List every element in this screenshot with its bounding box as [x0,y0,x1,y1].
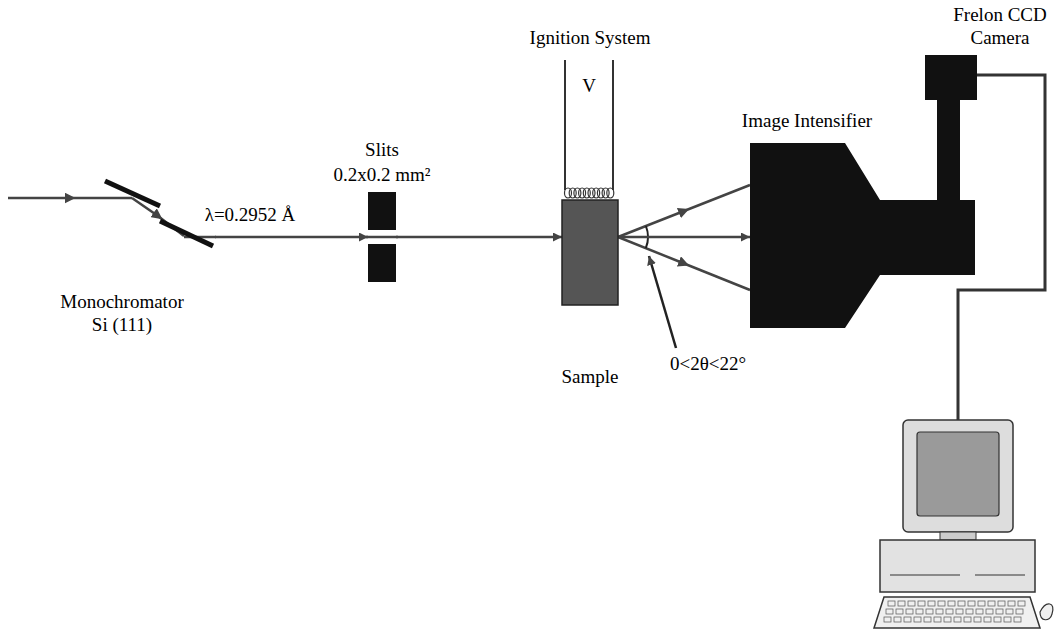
intensifier-body [750,143,975,328]
leader-arrow [649,256,676,348]
keyboard-key [1006,609,1013,614]
instrument-label: Sample [562,365,619,388]
sample: Sample [562,200,618,305]
electrode-wire [612,60,614,190]
keyboard-key [938,601,945,606]
keyboard-key [1008,601,1015,606]
keyboard-key [976,609,983,614]
keyboard-key [1016,609,1023,614]
diffracted-ray [618,237,750,290]
beam [366,236,398,239]
keyboard-key [1014,617,1021,622]
dimension-label: 0.2x0.2 mm² [333,163,430,186]
keyboard-key [946,609,953,614]
keyboard-key [956,609,963,614]
keyboard-key [896,609,903,614]
image-intensifier: Image Intensifier [750,143,975,328]
keyboard-key [988,601,995,606]
instrument-label: Frelon CCD Camera [950,3,1050,49]
keyboard-key [1004,617,1011,622]
instrument-label: Ignition System [530,26,651,49]
wavelength-label: λ=0.2952 Å [203,203,298,226]
camera-body [925,55,977,100]
x-ray-beam [618,236,750,239]
ignition-system: Ignition SystemV [560,60,618,200]
x-ray-beam [396,236,562,239]
ccd-camera: Frelon CCD Camera [925,55,977,100]
electrode-wire [564,60,566,190]
incoming-beam [8,197,132,200]
x-ray-beam [215,236,368,239]
keyboard-key [886,609,893,614]
keyboard-key [916,609,923,614]
keyboard-key [884,617,891,622]
instrument-label: Image Intensifier [742,109,872,132]
diffracted-ray [618,185,750,237]
sample-shape [562,200,618,305]
drive-slot [975,575,1025,576]
monochromator-shape [100,175,215,250]
monochromator: Monochromator Si (111) [100,175,215,250]
keyboard-key [986,609,993,614]
slits-shape [368,192,396,282]
keyboard-key [904,617,911,622]
computer-base [880,540,1035,592]
camera-mount [937,98,960,202]
slit-blade [368,192,396,230]
keyboard-key [934,617,941,622]
image-intensifier-shape [750,143,975,328]
heating-coil [607,188,614,198]
monitor-stand [940,532,976,540]
keyboard-keys [884,601,1025,622]
monitor-screen [917,432,999,516]
keyboard-key [926,609,933,614]
monitor [903,420,1013,532]
ccd-camera-shape [925,55,977,100]
keyboard-key [954,617,961,622]
keyboard-key [996,609,1003,614]
keyboard-key [984,617,991,622]
keyboard-key [914,617,921,622]
keyboard-key [958,601,965,606]
instrument-label: Slits [365,138,399,161]
crystal-mirror [105,181,160,206]
keyboard-key [994,617,1001,622]
keyboard-key [936,609,943,614]
slits: Slits0.2x0.2 mm² [368,192,396,282]
keyboard-key [944,617,951,622]
instrument-label: Monochromator Si (111) [55,290,189,336]
voltage-label: V [582,74,596,97]
keyboard-key [964,617,971,622]
mouse [1040,604,1053,620]
keyboard-key [966,609,973,614]
keyboard-key [928,601,935,606]
keyboard-key [888,601,895,606]
keyboard [874,597,1040,628]
sample-block [562,200,618,305]
keyboard-key [924,617,931,622]
keyboard-key [894,617,901,622]
drive-slot [890,575,960,576]
keyboard-key [898,601,905,606]
keyboard-key [906,609,913,614]
slit-blade [368,244,396,282]
angle-range-label: 0<2θ<22° [670,352,746,375]
keyboard-key [948,601,955,606]
keyboard-key [978,601,985,606]
keyboard-key [974,617,981,622]
keyboard-key [968,601,975,606]
keyboard-key [998,601,1005,606]
keyboard-key [908,601,915,606]
keyboard-key [1018,601,1025,606]
keyboard-key [918,601,925,606]
